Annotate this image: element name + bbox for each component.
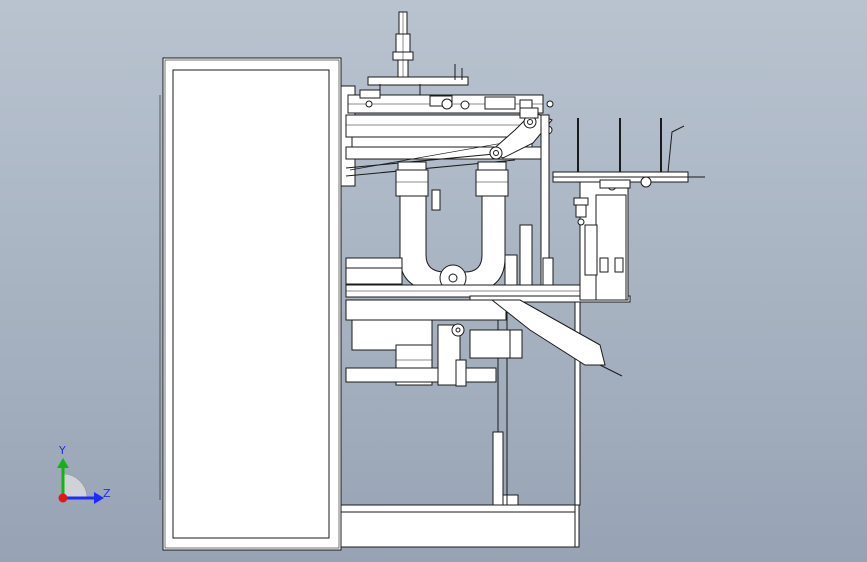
machine-assembly [159, 11, 705, 551]
coordinate-triad[interactable]: Y Z [57, 444, 111, 504]
lower-drive [345, 299, 623, 387]
u-manifold [395, 161, 509, 293]
right-frame [504, 114, 554, 296]
feeder-tray [552, 118, 705, 191]
fittings [573, 197, 589, 226]
y-axis-label: Y [58, 444, 66, 457]
vertical-column [492, 299, 581, 506]
link-arm [489, 107, 553, 160]
origin-icon [58, 493, 68, 503]
z-axis-label: Z [103, 487, 111, 500]
upper-beam [340, 64, 554, 187]
z-arrow-icon [94, 492, 104, 504]
base-plate [340, 504, 580, 548]
triad-view-sphere [62, 473, 88, 499]
top-spindle [392, 11, 414, 85]
left-cabinet [159, 57, 342, 551]
y-arrow-icon [57, 458, 69, 468]
